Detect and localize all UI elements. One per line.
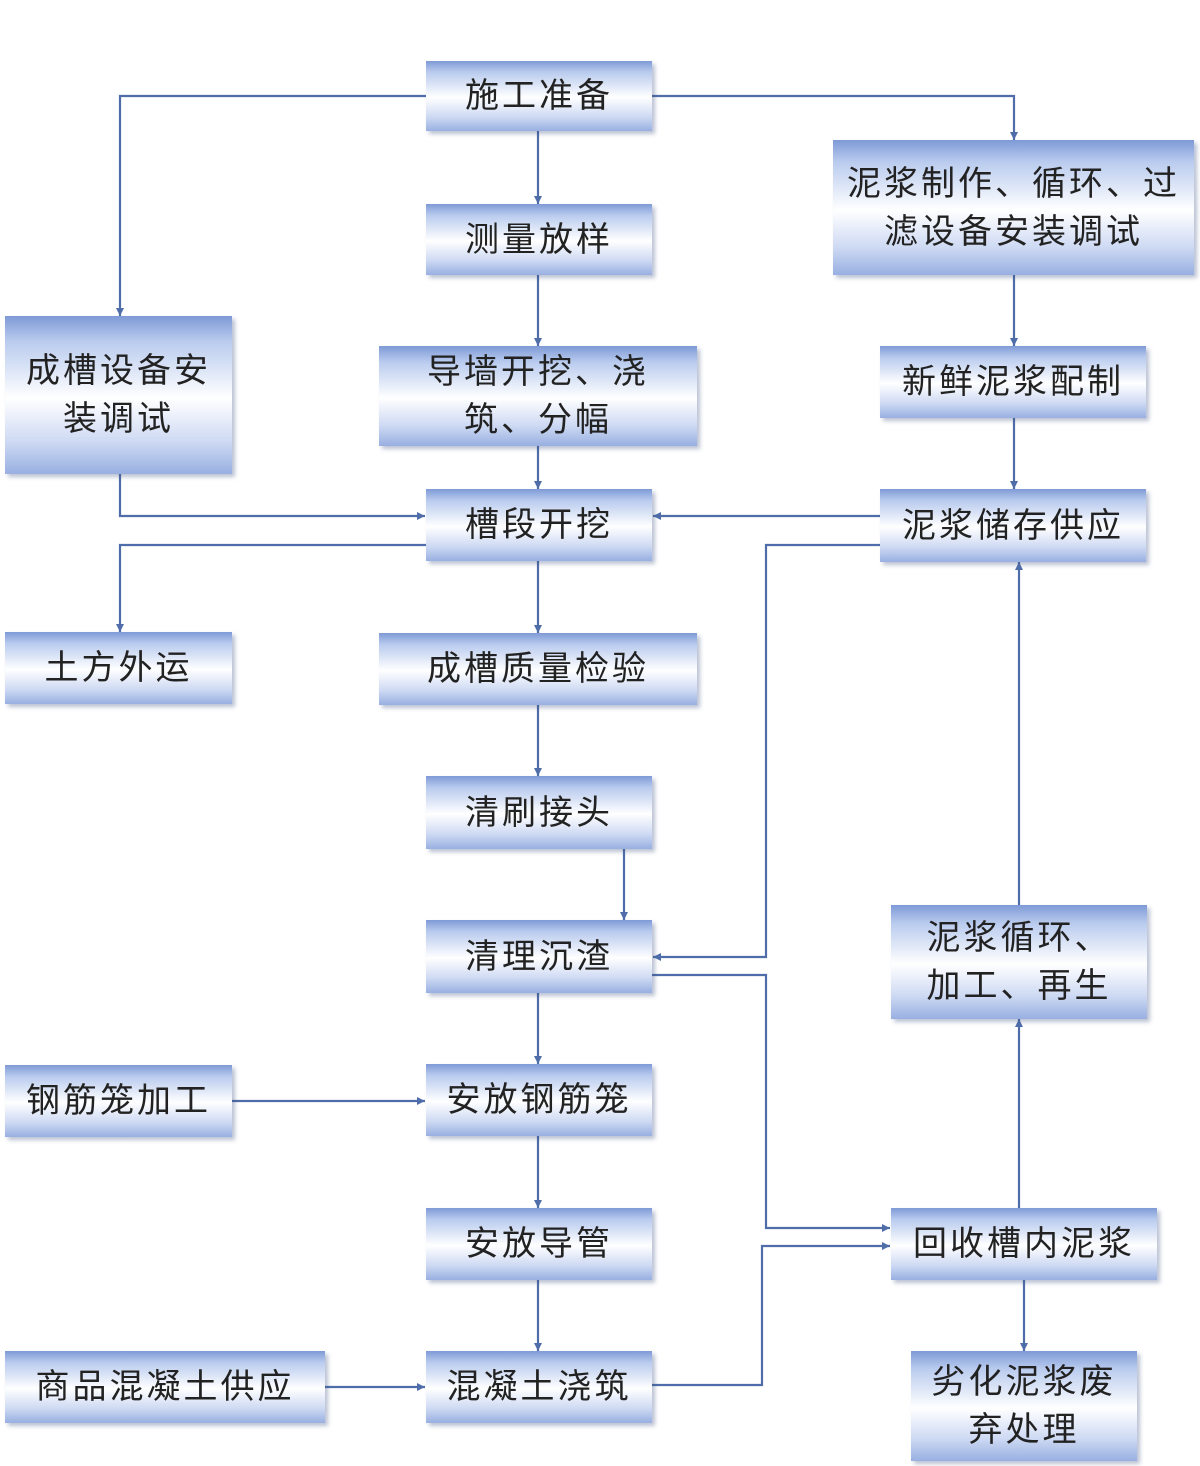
node-joint-clean-label: 清刷接头 xyxy=(465,792,613,833)
node-pipe-place-label: 安放导管 xyxy=(465,1224,613,1264)
edge-prep-trench-equip xyxy=(116,94,426,316)
node-slurry-recycle: 泥浆循环、加工、再生 xyxy=(891,905,1147,1019)
node-rebar-process-label: 钢筋笼加工 xyxy=(26,1081,211,1121)
edge-trench-equip-excavate xyxy=(118,474,425,520)
node-quality-label: 成槽质量检验 xyxy=(427,649,649,689)
edge-sediment-slurry-recover xyxy=(652,973,890,1232)
node-survey-label: 测量放样 xyxy=(465,219,613,260)
node-sediment-label: 清理沉渣 xyxy=(465,936,613,977)
node-excavate: 槽段开挖 xyxy=(426,489,652,561)
edge-slurry-store-sediment xyxy=(653,543,880,961)
node-trench-equip-label: 成槽设备安装调试 xyxy=(26,351,211,439)
edge-excavate-earth-out xyxy=(116,543,426,632)
node-slurry-store: 泥浆储存供应 xyxy=(880,489,1146,562)
node-rebar-place: 安放钢筋笼 xyxy=(426,1064,652,1136)
node-slurry-recycle-label: 泥浆循环、加工、再生 xyxy=(926,918,1112,1006)
node-earth-out: 土方外运 xyxy=(5,632,232,704)
node-waste-slurry: 劣化泥浆废弃处理 xyxy=(911,1351,1137,1461)
node-slurry-recover: 回收槽内泥浆 xyxy=(891,1208,1157,1280)
edge-concrete-pour-recover xyxy=(652,1242,890,1387)
connector-group xyxy=(116,94,1028,1391)
node-prep: 施工准备 xyxy=(426,61,652,131)
node-joint-clean: 清刷接头 xyxy=(426,776,652,849)
node-sediment: 清理沉渣 xyxy=(426,920,652,993)
node-slurry-recover-label: 回收槽内泥浆 xyxy=(913,1224,1135,1264)
node-concrete-supply: 商品混凝土供应 xyxy=(5,1351,325,1423)
node-slurry-equip: 泥浆制作、循环、过滤设备安装调试 xyxy=(833,140,1194,275)
node-waste-slurry-label: 劣化泥浆废弃处理 xyxy=(931,1362,1117,1450)
node-excavate-label: 槽段开挖 xyxy=(465,505,613,545)
edge-prep-slurry-equip xyxy=(652,94,1018,140)
node-guide-wall-label: 导墙开挖、浇筑、分幅 xyxy=(427,352,649,440)
node-pipe-place: 安放导管 xyxy=(426,1208,652,1280)
node-concrete-pour-label: 混凝土浇筑 xyxy=(446,1367,632,1407)
node-prep-label: 施工准备 xyxy=(465,76,613,116)
node-fresh-slurry-label: 新鲜泥浆配制 xyxy=(902,362,1124,402)
node-slurry-equip-label: 泥浆制作、循环、过滤设备安装调试 xyxy=(847,163,1180,252)
node-guide-wall: 导墙开挖、浇筑、分幅 xyxy=(379,346,697,446)
node-rebar-place-label: 安放钢筋笼 xyxy=(446,1080,632,1120)
node-earth-out-label: 土方外运 xyxy=(44,648,193,688)
node-rebar-process: 钢筋笼加工 xyxy=(5,1065,232,1137)
node-slurry-store-label: 泥浆储存供应 xyxy=(902,505,1124,546)
node-concrete-pour: 混凝土浇筑 xyxy=(426,1351,652,1423)
node-trench-equip: 成槽设备安装调试 xyxy=(5,316,232,474)
node-concrete-supply-label: 商品混凝土供应 xyxy=(35,1367,295,1407)
node-fresh-slurry: 新鲜泥浆配制 xyxy=(880,346,1146,418)
node-quality: 成槽质量检验 xyxy=(379,633,697,705)
node-survey: 测量放样 xyxy=(426,204,652,275)
